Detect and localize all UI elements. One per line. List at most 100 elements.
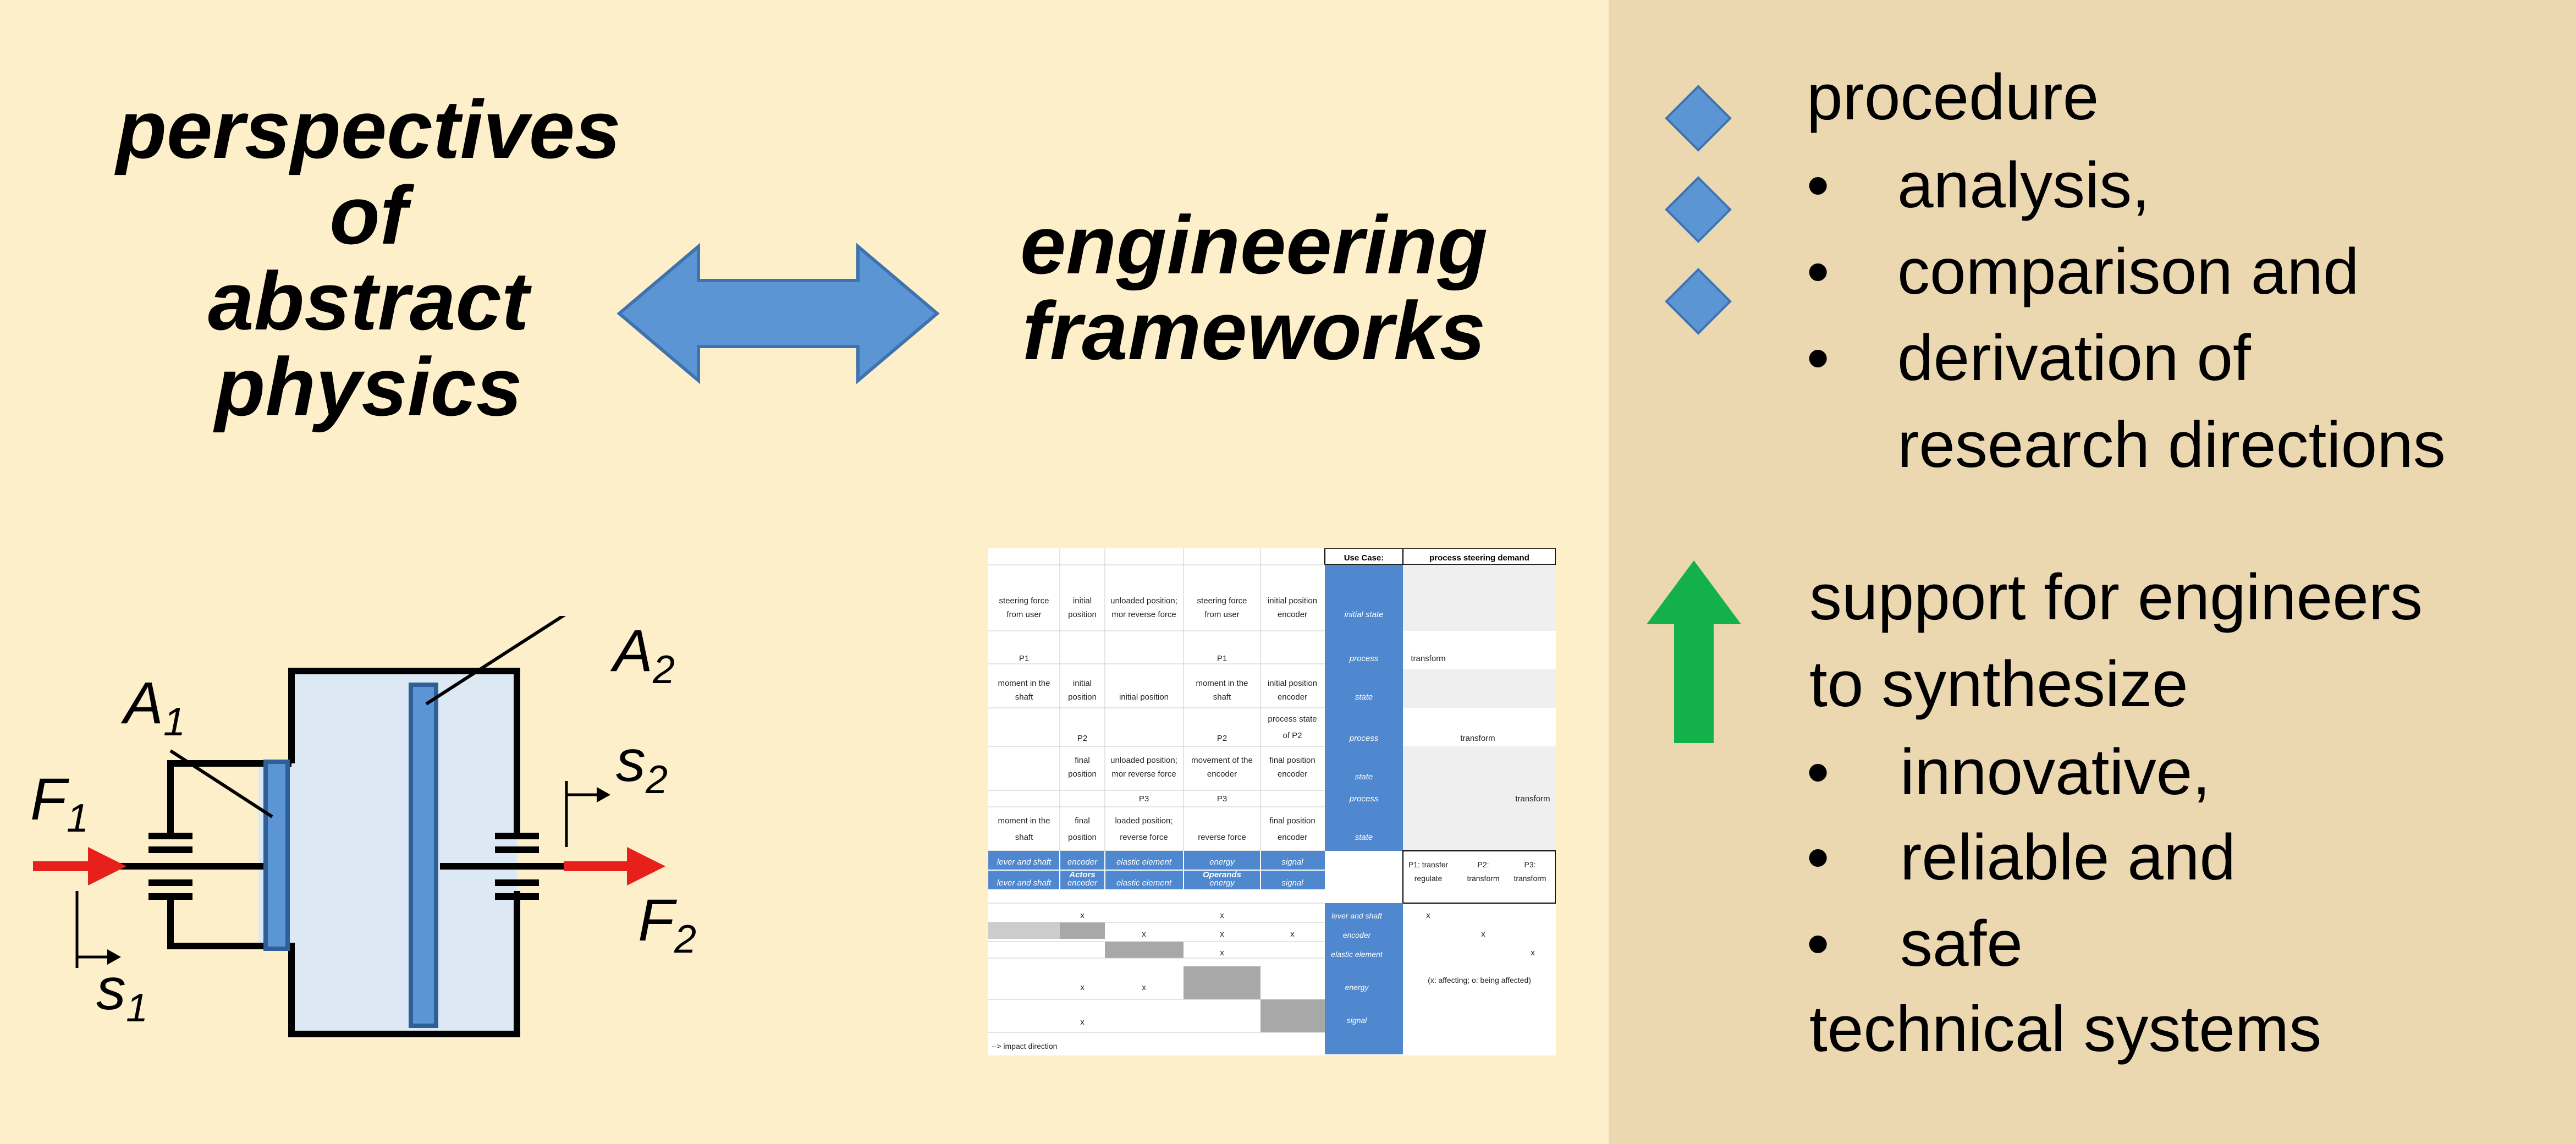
svg-text:regulate: regulate: [1414, 874, 1443, 883]
svg-text:Actors: Actors: [1069, 870, 1096, 879]
svg-text:position: position: [1068, 610, 1097, 619]
svg-text:x: x: [1531, 948, 1535, 958]
svg-text:process: process: [1349, 654, 1379, 663]
use-case-label: Use Case:: [1344, 553, 1384, 563]
piston-a2: [409, 683, 438, 1028]
svg-text:initial: initial: [1073, 679, 1092, 688]
svg-text:signal: signal: [1281, 857, 1303, 867]
svg-text:process: process: [1349, 734, 1379, 743]
svg-text:x: x: [1080, 911, 1085, 920]
svg-text:encoder: encoder: [1278, 610, 1307, 619]
label-f1: F: [30, 766, 70, 832]
svg-text:moment in the: moment in the: [1196, 679, 1248, 688]
engineering-title: engineering frameworks: [951, 204, 1556, 375]
label-s1-sub: 1: [126, 986, 148, 1030]
bullet-icon: •: [1807, 235, 1830, 308]
svg-text:encoder: encoder: [1278, 692, 1307, 702]
svg-text:steering force: steering force: [1197, 596, 1247, 606]
label-a2-sub: 2: [652, 648, 675, 692]
svg-text:energy: energy: [1209, 878, 1235, 888]
svg-text:initial position: initial position: [1268, 596, 1317, 606]
svg-text:initial state: initial state: [1345, 610, 1384, 619]
svg-text:P2:: P2:: [1477, 860, 1489, 869]
support-item: reliable and: [1900, 821, 2236, 894]
svg-text:F2: F2: [638, 887, 696, 961]
svg-text:P3: P3: [1217, 794, 1227, 804]
svg-text:P2: P2: [1217, 734, 1227, 743]
svg-text:transform: transform: [1515, 794, 1550, 804]
svg-text:initial: initial: [1073, 596, 1092, 606]
svg-text:state: state: [1355, 692, 1373, 702]
svg-text:x: x: [1142, 930, 1146, 939]
svg-text:encoder: encoder: [1278, 833, 1307, 842]
svg-text:state: state: [1355, 772, 1373, 782]
svg-text:elastic element: elastic element: [1116, 878, 1172, 888]
svg-text:x: x: [1220, 930, 1224, 939]
svg-text:reverse force: reverse force: [1198, 833, 1246, 842]
svg-text:shaft: shaft: [1015, 833, 1033, 842]
procedure-continuation: research directions: [1897, 409, 2446, 481]
svg-text:signal: signal: [1281, 878, 1303, 888]
svg-text:x: x: [1142, 983, 1146, 992]
svg-text:signal: signal: [1347, 1016, 1367, 1025]
bullet-icon: •: [1807, 736, 1830, 809]
up-arrow-icon: [1647, 560, 1741, 743]
procedure-item: comparison and: [1897, 235, 2359, 308]
label-f2-sub: 2: [674, 917, 696, 961]
label-f2: F: [638, 887, 678, 953]
svg-text:initial position: initial position: [1268, 679, 1317, 688]
svg-text:s1: s1: [96, 955, 148, 1030]
force-arrow-f1: [33, 847, 126, 886]
bullet-icon: •: [1807, 322, 1830, 394]
label-a2: A: [610, 617, 653, 684]
svg-text:process state: process state: [1268, 714, 1317, 724]
svg-text:P1: P1: [1019, 654, 1029, 663]
support-item: innovative,: [1900, 736, 2211, 809]
svg-text:P1: transfer: P1: transfer: [1408, 860, 1449, 869]
physics-title: perspectives of abstract physics: [11, 88, 726, 431]
hydraulic-mechanism-diagram: A1 A2 F1 F2 s1 s2: [22, 616, 715, 1111]
svg-text:x: x: [1426, 911, 1430, 920]
bullet-icon: •: [1807, 821, 1830, 894]
svg-text:shaft: shaft: [1213, 692, 1231, 702]
support-heading-line: support for engineers: [1809, 561, 2423, 634]
svg-text:unloaded position;: unloaded position;: [1110, 756, 1177, 765]
svg-text:elastic element: elastic element: [1331, 950, 1383, 959]
svg-text:mor reverse force: mor reverse force: [1111, 610, 1176, 619]
svg-text:final: final: [1075, 816, 1090, 826]
svg-text:P3:: P3:: [1524, 860, 1535, 869]
svg-text:state: state: [1355, 833, 1373, 842]
svg-text:energy: energy: [1209, 857, 1235, 867]
svg-text:lever and shaft: lever and shaft: [1331, 911, 1383, 920]
svg-text:Operands: Operands: [1203, 870, 1241, 879]
engineering-framework-table: Use Case: process steering demand steeri…: [988, 548, 1556, 1055]
svg-text:from user: from user: [1006, 610, 1041, 619]
displacement-s2: [565, 781, 610, 847]
svg-text:mor reverse force: mor reverse force: [1111, 769, 1176, 779]
svg-text:moment in the: moment in the: [998, 679, 1050, 688]
procedure-heading: procedure: [1807, 61, 2099, 134]
svg-text:final: final: [1075, 756, 1090, 765]
svg-text:position: position: [1068, 692, 1097, 702]
svg-text:x: x: [1220, 911, 1224, 920]
svg-text:lever and shaft: lever and shaft: [997, 878, 1052, 888]
svg-text:P1: P1: [1217, 654, 1227, 663]
title-line: abstract: [208, 255, 529, 347]
title-line: engineering: [1020, 199, 1488, 291]
svg-text:moment in the: moment in the: [998, 816, 1050, 826]
svg-text:unloaded position;: unloaded position;: [1110, 596, 1177, 606]
double-arrow-icon: [617, 243, 940, 384]
svg-text:F1: F1: [30, 766, 89, 840]
procedure-item: derivation of: [1897, 322, 2251, 394]
svg-text:final position: final position: [1269, 816, 1315, 826]
svg-text:transform: transform: [1513, 874, 1546, 883]
svg-text:movement of the: movement of the: [1191, 756, 1253, 765]
svg-text:transform: transform: [1411, 654, 1445, 663]
chamber-fill: [258, 671, 517, 1034]
svg-text:transform: transform: [1460, 734, 1495, 743]
svg-text:encoder: encoder: [1343, 931, 1372, 939]
svg-text:energy: energy: [1345, 983, 1369, 992]
title-line: physics: [214, 340, 522, 433]
svg-text:loaded position;: loaded position;: [1115, 816, 1173, 826]
support-footer: technical systems: [1809, 993, 2322, 1065]
